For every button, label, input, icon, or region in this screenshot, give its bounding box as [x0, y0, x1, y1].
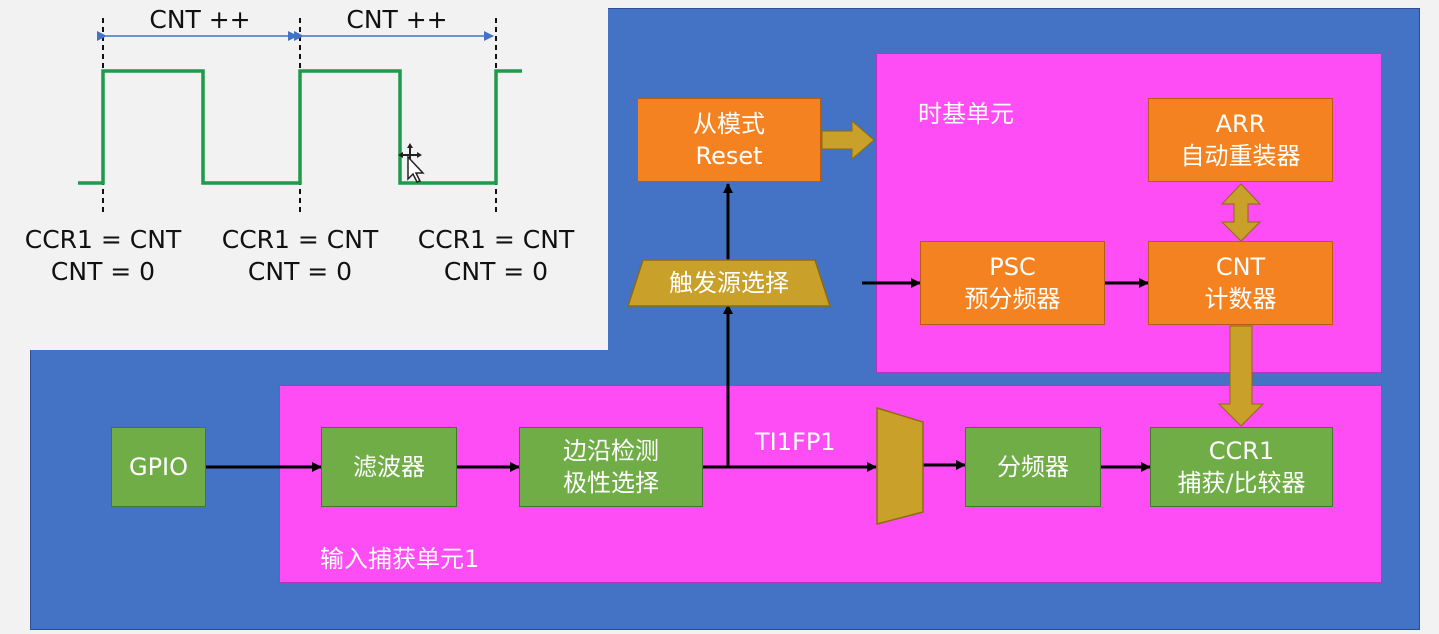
divider-block: 分频器 [965, 427, 1101, 507]
cnt-reset-text: CNT = 0 [247, 257, 353, 286]
slave-to-timebase-arrow [821, 119, 875, 161]
cnt-increment-label-2: CNT ++ [346, 5, 448, 34]
cnt-reset-text: CNT = 0 [443, 257, 549, 286]
time-base-unit-label: 时基单元 [918, 100, 1014, 128]
move-cursor-icon [398, 143, 425, 183]
arr-cnt-double-arrow [1220, 183, 1262, 242]
cnt-title: CNT [1215, 253, 1266, 281]
psc-block: PSC 预分频器 [920, 241, 1105, 325]
gpio-block: GPIO [111, 427, 206, 507]
cnt-block: CNT 计数器 [1148, 241, 1333, 325]
slave-mode-block: 从模式 Reset [637, 98, 821, 182]
arr-block: ARR 自动重装器 [1148, 98, 1333, 182]
capture-mux [876, 406, 924, 525]
input-waveform [78, 69, 522, 185]
polarity-select-title: 极性选择 [563, 469, 659, 497]
divider-label: 分频器 [997, 453, 1069, 481]
capture-label-2: CCR1 = CNT CNT = 0 [215, 224, 385, 288]
cnt-increment-label-1: CNT ++ [149, 5, 251, 34]
input-capture-unit-label: 输入捕获单元1 [320, 545, 480, 573]
cnt-to-ccr1-arrow [1217, 325, 1265, 427]
trigger-source-select-label: 触发源选择 [669, 269, 789, 297]
ti1fp1-label: TI1FP1 [755, 428, 836, 456]
psc-subtitle: 预分频器 [964, 285, 1061, 313]
slave-mode-title: 从模式 [693, 110, 765, 138]
ccr1-title: CCR1 [1208, 437, 1275, 465]
edge-detect-block: 边沿检测 极性选择 [519, 427, 703, 507]
filter-label: 滤波器 [353, 453, 425, 481]
cnt-reset-text: CNT = 0 [50, 257, 156, 286]
capture-label-3: CCR1 = CNT CNT = 0 [411, 224, 581, 288]
ccr-equals-cnt-text: CCR1 = CNT [417, 225, 575, 254]
ccr1-subtitle: 捕获/比较器 [1177, 469, 1306, 497]
ccr1-block: CCR1 捕获/比较器 [1150, 427, 1333, 507]
ccr-equals-cnt-text: CCR1 = CNT [221, 225, 379, 254]
psc-title: PSC [989, 253, 1036, 281]
filter-block: 滤波器 [321, 427, 457, 507]
trigger-source-select [626, 259, 832, 307]
arr-title: ARR [1215, 110, 1266, 138]
slave-mode-reset: Reset [695, 142, 763, 170]
edge-detect-title: 边沿检测 [563, 437, 659, 465]
gpio-label: GPIO [128, 453, 189, 481]
cnt-subtitle: 计数器 [1204, 285, 1277, 313]
arr-subtitle: 自动重装器 [1180, 142, 1301, 170]
ccr-equals-cnt-text: CCR1 = CNT [24, 225, 182, 254]
capture-label-1: CCR1 = CNT CNT = 0 [18, 224, 188, 288]
